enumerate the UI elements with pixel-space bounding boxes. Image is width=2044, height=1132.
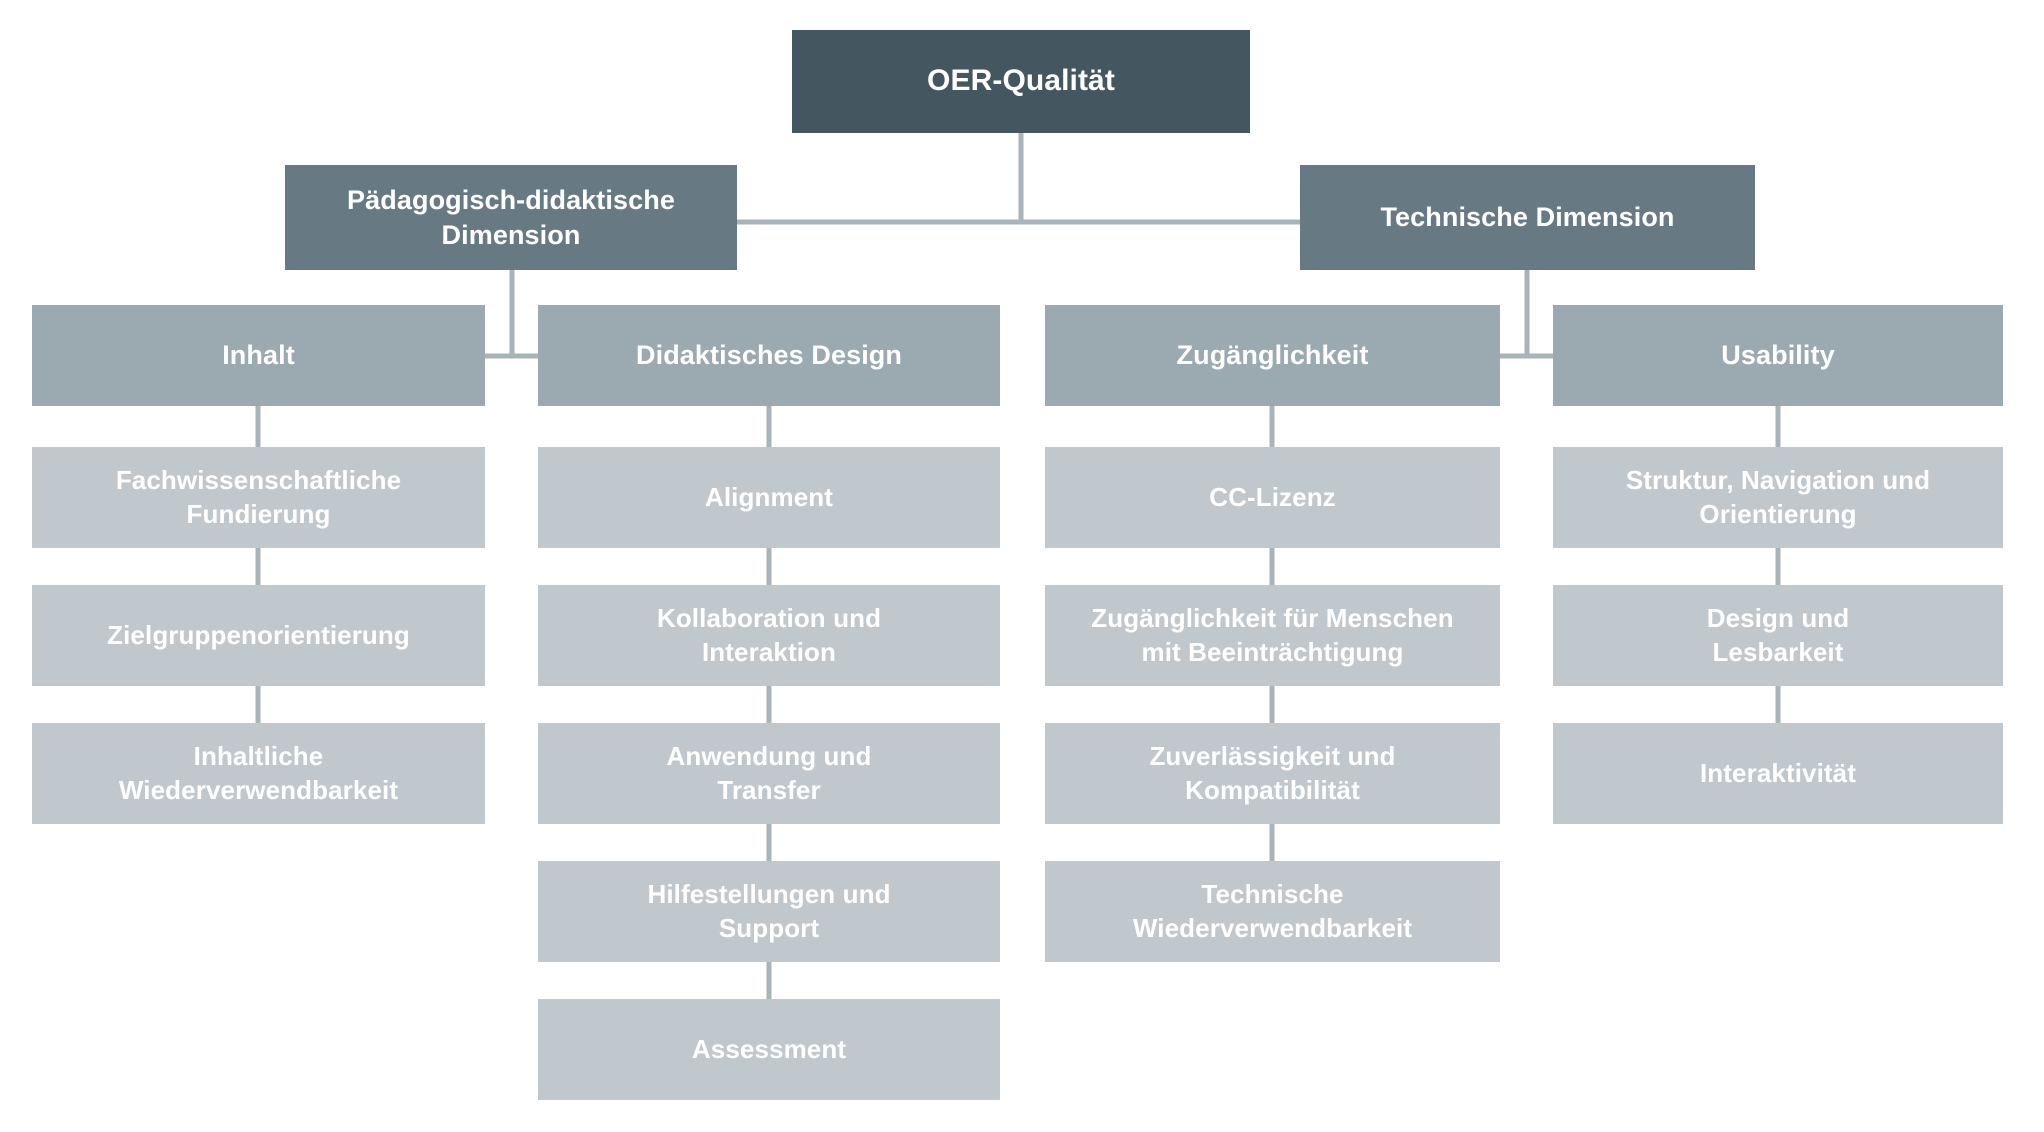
- node-category-didaktisches-design-label: Didaktisches Design: [636, 340, 902, 371]
- node-criterion-usability-3[interactable]: Interaktivität: [1553, 723, 2003, 824]
- node-criterion-didaktisches-design-4[interactable]: Hilfestellungen und Support: [538, 861, 1000, 962]
- node-criterion-didaktisches-design-5[interactable]: Assessment: [538, 999, 1000, 1100]
- node-category-inhalt-label: Inhalt: [222, 340, 295, 371]
- node-category-usability[interactable]: Usability: [1553, 305, 2003, 406]
- node-category-usability-label: Usability: [1721, 340, 1835, 371]
- node-dimension-technisch-label: Technische Dimension: [1380, 202, 1675, 233]
- node-criterion-didaktisches-design-3-label: Anwendung und Transfer: [666, 741, 872, 805]
- node-criterion-inhalt-1[interactable]: Fachwissenschaftliche Fundierung: [32, 447, 485, 548]
- node-category-inhalt[interactable]: Inhalt: [32, 305, 485, 406]
- node-criterion-didaktisches-design-5-label: Assessment: [691, 1033, 847, 1064]
- node-criterion-usability-2-label: Design und Lesbarkeit: [1706, 603, 1850, 667]
- node-category-zugaenglichkeit-label: Zugänglichkeit: [1176, 340, 1369, 371]
- node-criterion-zugaenglichkeit-4[interactable]: Technische Wiederverwendbarkeit: [1045, 861, 1500, 962]
- node-criterion-zugaenglichkeit-2[interactable]: Zugänglichkeit für Menschen mit Beeinträ…: [1045, 585, 1500, 686]
- node-category-zugaenglichkeit[interactable]: Zugänglichkeit: [1045, 305, 1500, 406]
- node-dimension-paedagogisch-label: Pädagogisch-didaktische Dimension: [347, 184, 675, 250]
- node-criterion-inhalt-3-label: Inhaltliche Wiederverwendbarkeit: [118, 741, 399, 805]
- node-category-didaktisches-design[interactable]: Didaktisches Design: [538, 305, 1000, 406]
- node-criterion-didaktisches-design-2[interactable]: Kollaboration und Interaktion: [538, 585, 1000, 686]
- node-dimension-paedagogisch[interactable]: Pädagogisch-didaktische Dimension: [285, 165, 737, 270]
- node-criterion-inhalt-2-label: Zielgruppenorientierung: [107, 619, 410, 650]
- node-root-oer-qualitaet[interactable]: OER-Qualität: [792, 30, 1250, 133]
- node-criterion-usability-1[interactable]: Struktur, Navigation und Orientierung: [1553, 447, 2003, 548]
- node-criterion-usability-2[interactable]: Design und Lesbarkeit: [1553, 585, 2003, 686]
- node-criterion-didaktisches-design-2-label: Kollaboration und Interaktion: [656, 603, 882, 667]
- node-criterion-didaktisches-design-4-label: Hilfestellungen und Support: [647, 879, 891, 943]
- node-criterion-zugaenglichkeit-1[interactable]: CC-Lizenz: [1045, 447, 1500, 548]
- node-criterion-usability-1-label: Struktur, Navigation und Orientierung: [1625, 465, 1931, 529]
- node-criterion-zugaenglichkeit-3-label: Zuverlässigkeit und Kompatibilität: [1149, 741, 1396, 805]
- node-criterion-inhalt-1-label: Fachwissenschaftliche Fundierung: [115, 465, 402, 529]
- node-criterion-inhalt-2[interactable]: Zielgruppenorientierung: [32, 585, 485, 686]
- node-dimension-technisch[interactable]: Technische Dimension: [1300, 165, 1755, 270]
- node-criterion-didaktisches-design-3[interactable]: Anwendung und Transfer: [538, 723, 1000, 824]
- node-criterion-didaktisches-design-1[interactable]: Alignment: [538, 447, 1000, 548]
- node-criterion-zugaenglichkeit-1-label: CC-Lizenz: [1209, 481, 1336, 512]
- node-criterion-zugaenglichkeit-4-label: Technische Wiederverwendbarkeit: [1132, 879, 1413, 943]
- node-criterion-zugaenglichkeit-2-label: Zugänglichkeit für Menschen mit Beeinträ…: [1091, 603, 1454, 667]
- node-criterion-didaktisches-design-1-label: Alignment: [704, 481, 833, 512]
- node-criterion-usability-3-label: Interaktivität: [1699, 757, 1856, 788]
- node-root-label: OER-Qualität: [927, 64, 1115, 98]
- node-criterion-inhalt-3[interactable]: Inhaltliche Wiederverwendbarkeit: [32, 723, 485, 824]
- node-criterion-zugaenglichkeit-3[interactable]: Zuverlässigkeit und Kompatibilität: [1045, 723, 1500, 824]
